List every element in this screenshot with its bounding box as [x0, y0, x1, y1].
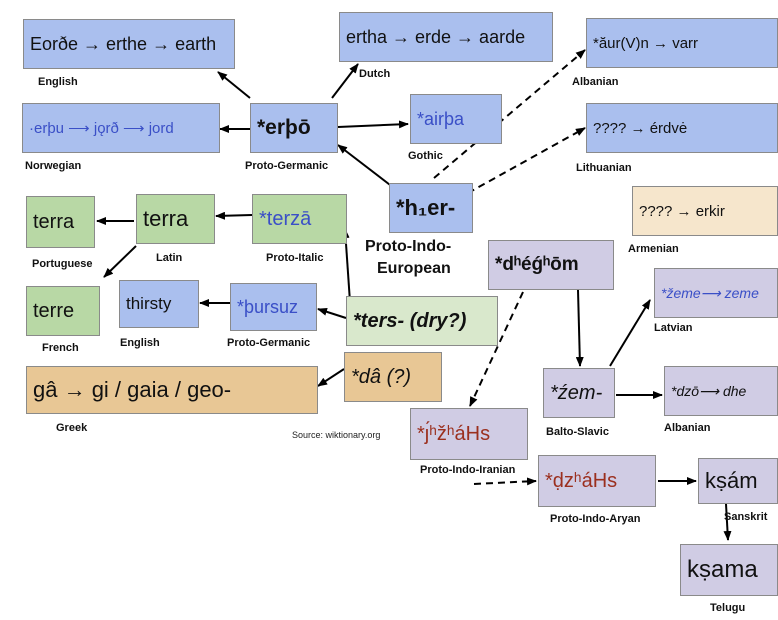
arrow-erpo-to-dutch	[331, 63, 359, 99]
label-dutch: Dutch	[359, 68, 391, 80]
node-lithuanian-text: ???? → érdvė	[593, 119, 688, 137]
label-norwegian: Norwegian	[25, 160, 82, 172]
node-da: *dâ (?)	[344, 352, 442, 402]
arrow-pie-to-erpo	[337, 144, 395, 189]
dashed-arrow-pie-to-lithuanian	[467, 127, 586, 194]
label-proto-germanic-pursuz: Proto-Germanic	[227, 337, 311, 349]
node-albanian-bottom: *dzō⟶ dhe	[664, 366, 778, 416]
label-pie-line2: European	[377, 260, 451, 277]
dashed-arrow-dheghom-to-indoiranian	[469, 291, 524, 407]
label-proto-indo-iranian: Proto-Indo-Iranian	[420, 464, 516, 476]
node-albanian-top: *ăur(V)n → varr	[586, 18, 778, 68]
node-proto-italic-text: *terzā	[259, 207, 312, 230]
label-greek: Greek	[56, 422, 88, 434]
arrow-da-to-greek	[317, 368, 345, 387]
node-proto-italic: *terzā	[252, 194, 347, 244]
node-lithuanian: ???? → érdvė	[586, 103, 778, 153]
label-french: French	[42, 342, 79, 354]
node-latvian: *žeme⟶ zeme	[654, 268, 778, 318]
node-proto-indo-aryan: *ḍzʰáHs	[538, 455, 656, 507]
node-pie-dheghom: *dʰéǵʰōm	[488, 240, 614, 290]
node-portuguese-text: terra	[33, 210, 75, 233]
node-english-thirsty: thirsty	[119, 280, 199, 328]
node-balto-slavic: *źem-	[543, 368, 615, 418]
node-sanskrit: kṣám	[698, 458, 778, 504]
label-english-earth: English	[38, 76, 78, 88]
node-gothic-text: *airþa	[417, 108, 465, 129]
node-french-text: terre	[33, 299, 75, 322]
node-albanian-bottom-text: *dzō⟶ dhe	[671, 382, 747, 399]
arrow-erpo-to-english	[217, 71, 251, 99]
node-greek-text: gâ → gi / gaia / geo-	[33, 377, 232, 402]
node-proto-indo-iranian: *ȷ́ʰžʰáHs	[410, 408, 528, 460]
node-albanian-top-text: *ăur(V)n → varr	[593, 34, 699, 52]
label-pie-line1: Proto-Indo-	[365, 238, 452, 255]
arrow-dheghom-to-baltoslavic	[575, 289, 584, 367]
node-pie-dheghom-text: *dʰéǵʰōm	[495, 254, 579, 275]
node-balto-slavic-text: *źem-	[550, 381, 603, 404]
dashed-arrow-indoiranian-to-indoaryan	[473, 477, 537, 486]
label-balto-slavic: Balto-Slavic	[546, 426, 609, 438]
label-english-thirsty: English	[120, 337, 160, 349]
node-dutch-text: ertha → erde → aarde	[346, 26, 526, 47]
node-pie-her: *h₁er-	[389, 183, 473, 233]
label-latvian: Latvian	[654, 322, 693, 334]
node-english-earth-text: Eorðe → erthe → earth	[30, 33, 217, 54]
node-norwegian: ·erþu ⟶ jǫrð ⟶ jord	[22, 103, 220, 153]
label-portuguese: Portuguese	[32, 258, 93, 270]
node-latin-text: terra	[143, 206, 189, 231]
node-telugu: kṣama	[680, 544, 778, 596]
node-armenian: ???? → erkir	[632, 186, 778, 236]
node-telugu-text: kṣama	[687, 556, 758, 583]
node-proto-indo-aryan-text: *ḍzʰáHs	[545, 469, 618, 492]
node-french: terre	[26, 286, 100, 336]
label-albanian-bottom: Albanian	[664, 422, 711, 434]
node-pie-her-text: *h₁er-	[396, 195, 456, 220]
source-caption: Source: wiktionary.org	[292, 430, 381, 440]
node-pie-ters: *ters- (dry?)	[346, 296, 498, 346]
label-albanian-top: Albanian	[572, 76, 619, 88]
label-proto-italic: Proto-Italic	[266, 252, 324, 264]
node-pie-ters-text: *ters- (dry?)	[353, 309, 467, 332]
node-armenian-text: ???? → erkir	[639, 202, 725, 220]
arrow-ters-to-pursuz	[317, 307, 347, 319]
arrow-baltoslavic-to-latvian	[609, 299, 651, 367]
node-portuguese: terra	[26, 196, 95, 248]
label-armenian: Armenian	[628, 243, 679, 255]
dashed-arrow-pie-to-albanian	[433, 49, 586, 179]
node-proto-germanic-erpo-text: *erþō	[257, 116, 311, 139]
node-latin: terra	[136, 194, 215, 244]
node-norwegian-text: ·erþu ⟶ jǫrð ⟶ jord	[29, 120, 174, 137]
node-latvian-text: *žeme⟶ zeme	[661, 284, 759, 301]
node-dutch: ertha → erde → aarde	[339, 12, 553, 62]
label-lithuanian: Lithuanian	[576, 162, 632, 174]
node-da-text: *dâ (?)	[351, 365, 412, 388]
node-greek: gâ → gi / gaia / geo-	[26, 366, 318, 414]
arrow-italic-to-latin	[215, 211, 253, 220]
label-telugu: Telugu	[710, 602, 746, 614]
node-english-thirsty-text: thirsty	[126, 294, 172, 313]
node-proto-germanic-erpo: *erþō	[250, 103, 338, 153]
label-gothic: Gothic	[408, 150, 443, 162]
node-sanskrit-text: kṣám	[705, 468, 758, 493]
arrow-erpo-to-gothic	[337, 120, 409, 129]
node-gothic: *airþa	[410, 94, 502, 144]
node-english-earth: Eorðe → erthe → earth	[23, 19, 235, 69]
label-proto-germanic-erpo: Proto-Germanic	[245, 160, 329, 172]
arrow-latin-to-french	[103, 245, 137, 278]
label-latin: Latin	[156, 252, 183, 264]
label-sanskrit: Sanskrit	[724, 511, 768, 523]
arrow-sanskrit-to-telugu	[723, 503, 732, 541]
label-proto-indo-aryan: Proto-Indo-Aryan	[550, 513, 641, 525]
node-proto-germanic-pursuz: *þursuz	[230, 283, 317, 331]
node-proto-germanic-pursuz-text: *þursuz	[237, 296, 299, 317]
node-proto-indo-iranian-text: *ȷ́ʰžʰáHs	[417, 422, 491, 445]
